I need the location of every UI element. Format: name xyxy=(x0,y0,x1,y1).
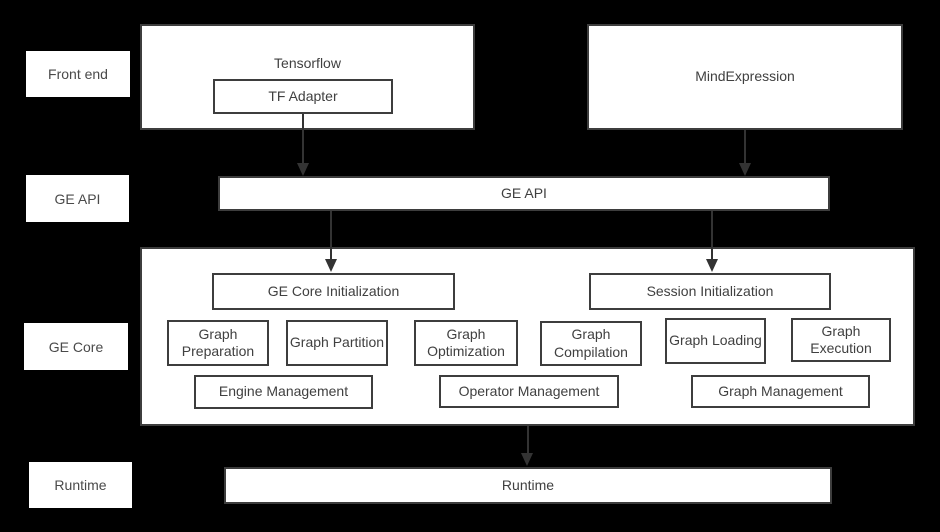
ge-core-initialization-label: GE Core Initialization xyxy=(267,282,400,299)
row-label-ge-core-text: GE Core xyxy=(48,338,104,355)
row-label-ge-api: GE API xyxy=(26,175,129,222)
engine-management-box: Engine Management xyxy=(194,375,373,409)
row-label-front-end-text: Front end xyxy=(48,66,108,82)
runtime-label: Runtime xyxy=(501,476,555,493)
tf-adapter-label: TF Adapter xyxy=(268,87,338,104)
row-label-runtime-text: Runtime xyxy=(54,477,107,493)
arrow-head-icon xyxy=(739,163,751,176)
graph-partition-box: Graph Partition xyxy=(286,320,388,366)
arrow-line xyxy=(330,211,332,259)
arrow-line xyxy=(527,426,529,453)
graph-preparation-label: Graph Preparation xyxy=(181,325,255,360)
row-label-runtime: Runtime xyxy=(29,462,132,508)
tensorflow-label: Tensorflow xyxy=(274,55,341,71)
graph-compilation-box: Graph Compilation xyxy=(540,321,642,366)
ge-api-label: GE API xyxy=(501,184,547,201)
session-initialization-label: Session Initialization xyxy=(646,282,774,299)
tf-adapter-box: TF Adapter xyxy=(213,79,393,114)
graph-management-box: Graph Management xyxy=(691,375,870,408)
ge-core-box: GE Core Initialization Session Initializ… xyxy=(140,247,915,426)
arrow-head-icon xyxy=(297,163,309,176)
operator-management-box: Operator Management xyxy=(439,375,619,408)
graph-partition-label: Graph Partition xyxy=(289,334,385,351)
row-label-ge-core: GE Core xyxy=(24,323,128,370)
row-label-front-end: Front end xyxy=(26,51,130,97)
runtime-box: Runtime xyxy=(224,467,832,504)
engine-management-label: Engine Management xyxy=(218,383,349,400)
mind-expression-box: MindExpression xyxy=(587,24,903,130)
graph-management-label: Graph Management xyxy=(718,382,843,399)
mind-expression-label: MindExpression xyxy=(695,68,795,85)
graph-execution-label: Graph Execution xyxy=(810,322,872,357)
arrow-line xyxy=(744,130,746,163)
arrow-line xyxy=(302,114,304,163)
arrow-head-icon xyxy=(325,259,337,272)
session-initialization-box: Session Initialization xyxy=(589,273,831,310)
tensorflow-box: Tensorflow TF Adapter xyxy=(140,24,475,130)
row-label-ge-api-text: GE API xyxy=(54,190,101,207)
arrow-line xyxy=(711,211,713,259)
ge-api-box: GE API xyxy=(218,176,830,211)
graph-optimization-label: Graph Optimization xyxy=(427,325,505,360)
graph-preparation-box: Graph Preparation xyxy=(167,320,269,366)
arrow-head-icon xyxy=(706,259,718,272)
graph-compilation-label: Graph Compilation xyxy=(554,326,628,360)
graph-execution-box: Graph Execution xyxy=(791,318,891,362)
graph-loading-label: Graph Loading xyxy=(669,332,762,349)
ge-core-initialization-box: GE Core Initialization xyxy=(212,273,455,310)
graph-loading-box: Graph Loading xyxy=(665,318,766,364)
operator-management-label: Operator Management xyxy=(458,382,600,399)
arrow-head-icon xyxy=(521,453,533,466)
graph-optimization-box: Graph Optimization xyxy=(414,320,518,366)
